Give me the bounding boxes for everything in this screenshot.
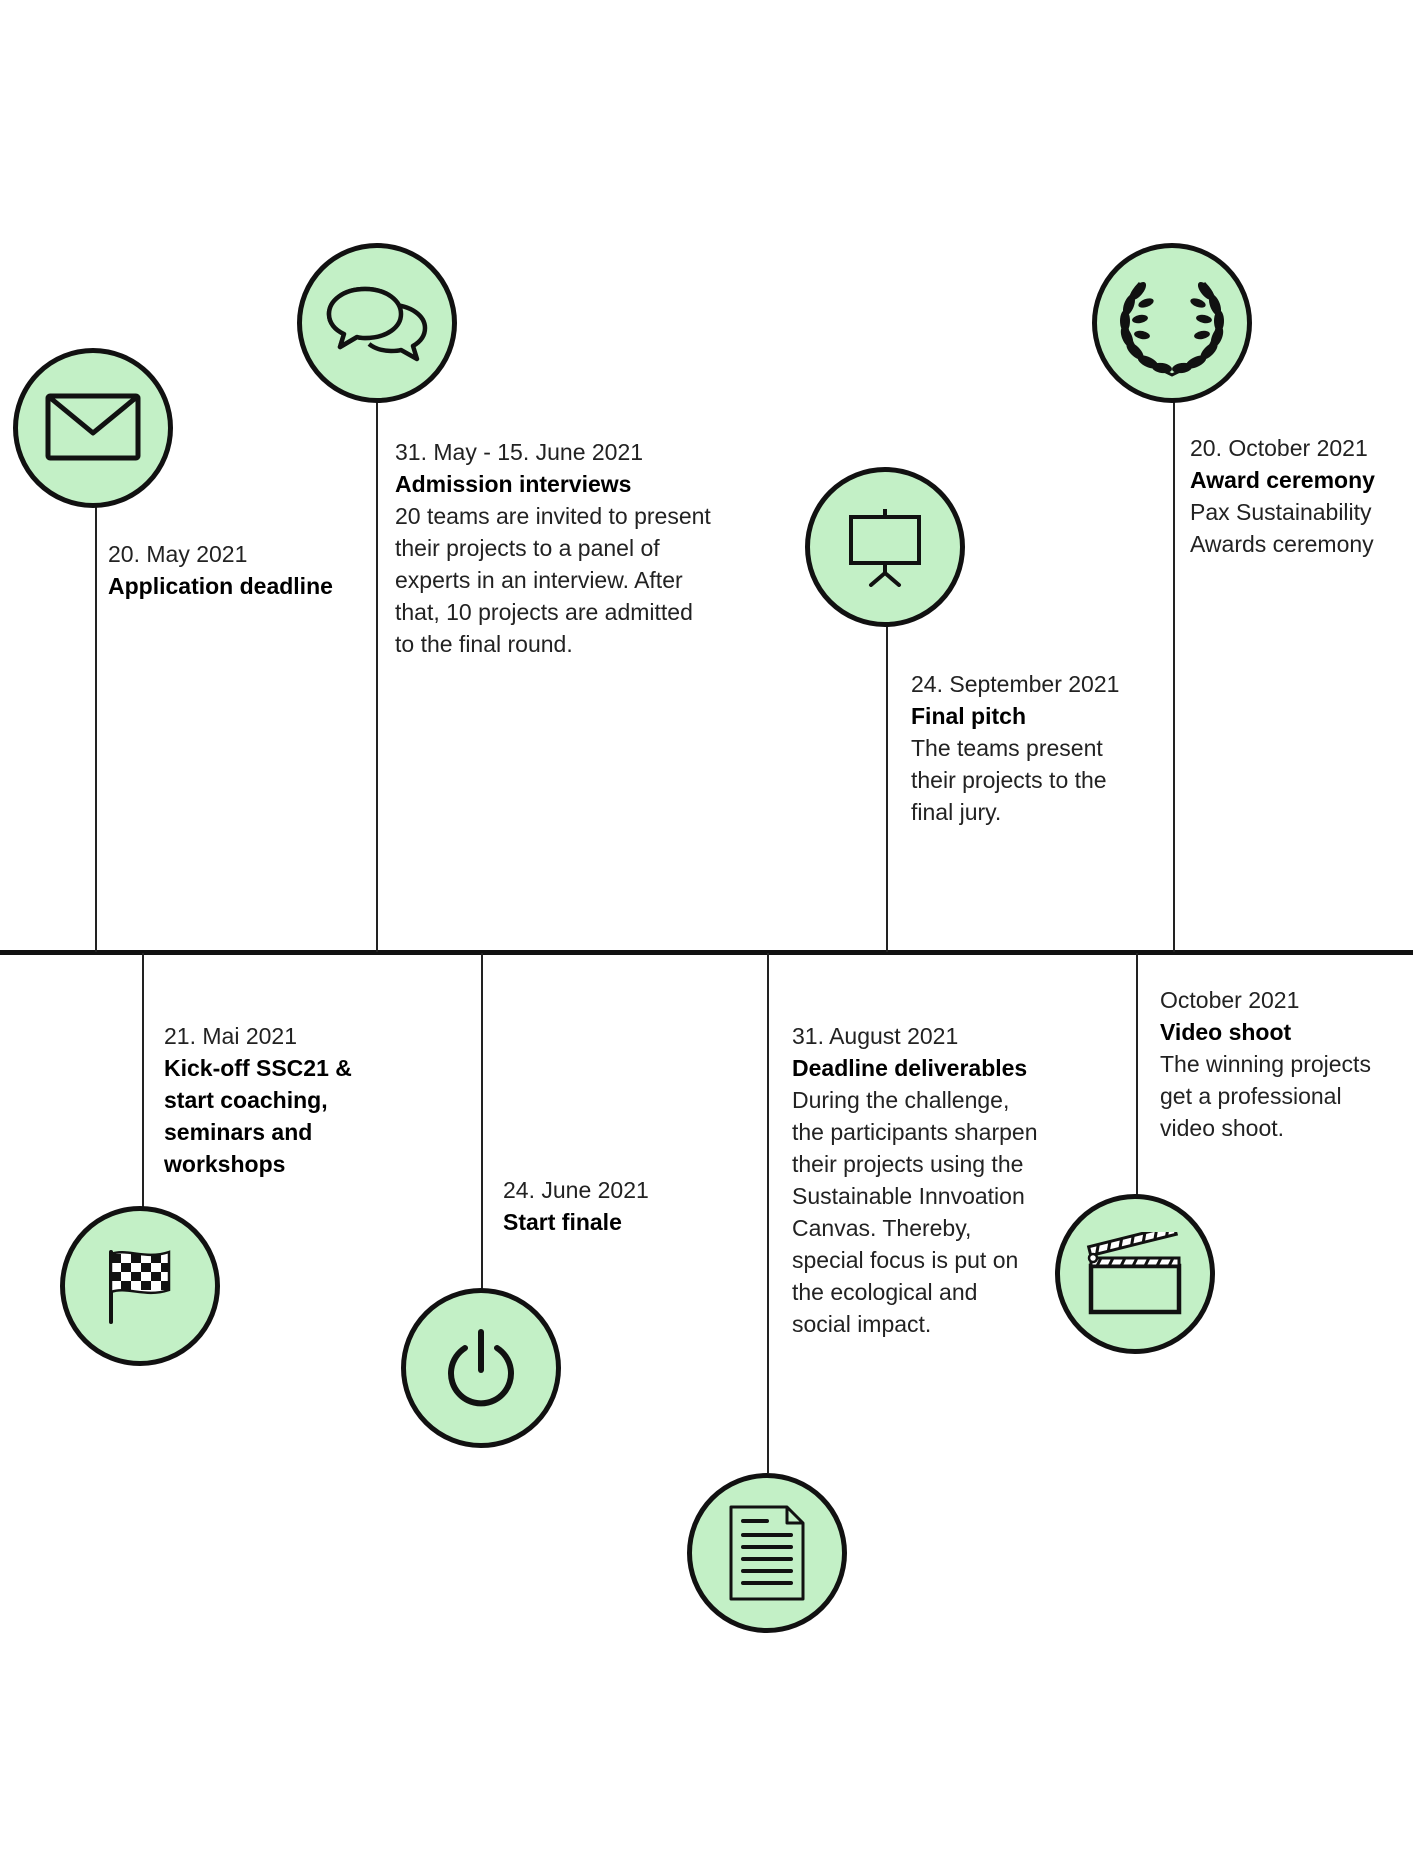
connector-deliverables: [767, 953, 769, 1473]
milestone-title: Final pitch: [911, 703, 1026, 729]
milestone-text-award: 20. October 2021 Award ceremony Pax Sust…: [1190, 432, 1405, 560]
envelope-icon: [45, 393, 141, 461]
milestone-title: Admission interviews: [395, 471, 632, 497]
milestone-date: 20. May 2021: [108, 541, 248, 567]
milestone-description: The teams present their projects to the …: [911, 735, 1107, 825]
milestone-text-final-pitch: 24. September 2021 Final pitch The teams…: [911, 668, 1151, 828]
presentation-board-icon: [849, 509, 921, 587]
document-icon: [729, 1505, 805, 1601]
milestone-node-application: [13, 348, 173, 508]
speech-bubbles-icon: [326, 286, 428, 362]
milestone-text-kickoff: 21. Mai 2021 Kick-off SSC21 & start coac…: [164, 1020, 389, 1180]
milestone-date: 24. September 2021: [911, 671, 1120, 697]
milestone-node-award: [1092, 243, 1252, 403]
connector-final-pitch: [886, 622, 888, 952]
milestone-description: The winning projects get a professional …: [1160, 1051, 1371, 1141]
milestone-node-deliverables: [687, 1473, 847, 1633]
connector-award: [1173, 400, 1175, 952]
laurel-wreath-icon: [1120, 281, 1224, 377]
milestone-node-start-finale: [401, 1288, 561, 1448]
milestone-title: Deadline deliverables: [792, 1055, 1028, 1081]
milestone-text-start-finale: 24. June 2021 Start finale: [503, 1174, 723, 1238]
milestone-title: Application deadline: [108, 573, 333, 599]
milestone-date: 31. August 2021: [792, 1023, 959, 1049]
milestone-text-deliverables: 31. August 2021 Deadline deliverables Du…: [792, 1020, 1042, 1340]
milestone-date: 24. June 2021: [503, 1177, 649, 1203]
connector-application: [95, 505, 97, 952]
milestone-text-interviews: 31. May - 15. June 2021 Admission interv…: [395, 436, 715, 660]
milestone-date: 31. May - 15. June 2021: [395, 439, 644, 465]
milestone-title: Video shoot: [1160, 1019, 1292, 1045]
milestone-title: Start finale: [503, 1209, 622, 1235]
milestone-title: Kick-off SSC21 & start coaching, seminar…: [164, 1055, 352, 1177]
milestone-description: Pax Sustainability Awards ceremony: [1190, 499, 1374, 557]
milestone-date: 21. Mai 2021: [164, 1023, 297, 1049]
milestone-node-final-pitch: [805, 467, 965, 627]
milestone-title: Award ceremony: [1190, 467, 1375, 493]
milestone-text-video-shoot: October 2021 Video shoot The winning pro…: [1160, 984, 1400, 1144]
milestone-text-application: 20. May 2021 Application deadline: [108, 538, 378, 602]
timeline-axis: [0, 950, 1413, 955]
connector-video-shoot: [1136, 953, 1138, 1196]
power-icon: [448, 1329, 514, 1407]
milestone-node-interviews: [297, 243, 457, 403]
milestone-node-kickoff: [60, 1206, 220, 1366]
milestone-date: 20. October 2021: [1190, 435, 1368, 461]
connector-kickoff: [142, 953, 144, 1208]
checkered-flag-icon: [109, 1250, 171, 1324]
connector-interviews: [376, 400, 378, 952]
milestone-description: During the challenge, the participants s…: [792, 1087, 1038, 1337]
milestone-description: 20 teams are invited to present their pr…: [395, 503, 711, 657]
clapperboard-icon: [1086, 1232, 1182, 1315]
connector-start-finale: [481, 953, 483, 1290]
milestone-node-video-shoot: [1055, 1194, 1215, 1354]
milestone-date: October 2021: [1160, 987, 1300, 1013]
